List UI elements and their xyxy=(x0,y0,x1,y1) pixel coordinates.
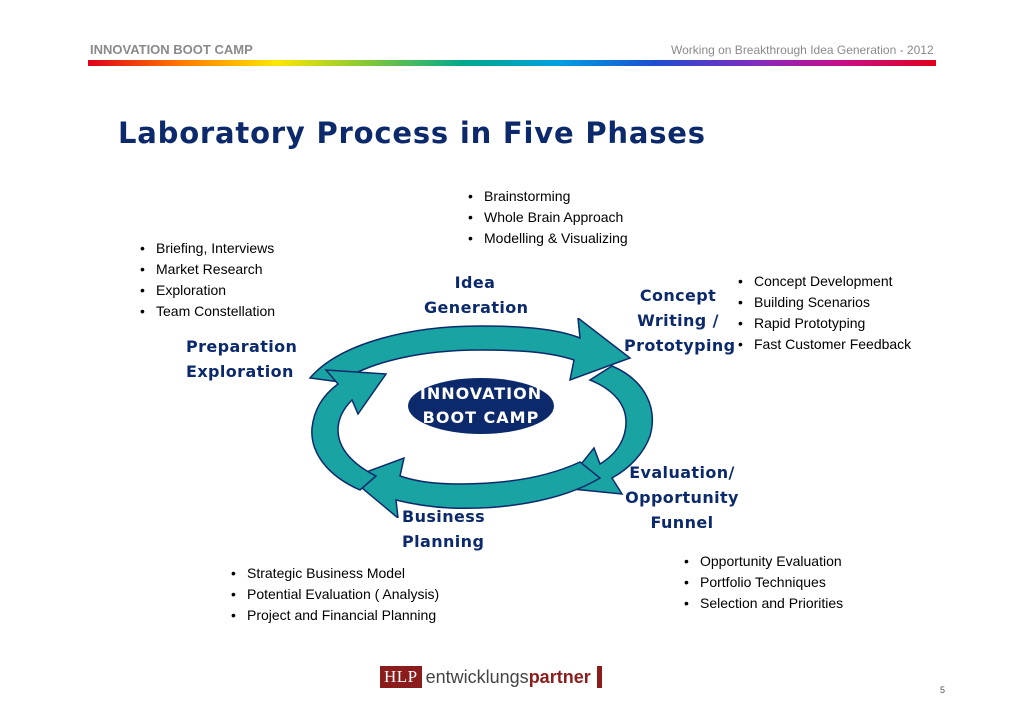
list-item: Concept Development xyxy=(738,271,911,292)
cycle-arrow-top xyxy=(308,318,632,383)
phase-label-line: Writing / xyxy=(637,311,719,330)
phase-label-line: Business xyxy=(402,507,486,526)
list-item: Rapid Prototyping xyxy=(738,313,911,334)
phase-label-line: Opportunity xyxy=(625,488,739,507)
list-item: Fast Customer Feedback xyxy=(738,334,911,355)
list-item: Briefing, Interviews xyxy=(140,238,275,259)
page-number: 5 xyxy=(940,685,946,695)
list-item: Opportunity Evaluation xyxy=(684,551,843,572)
list-item: Strategic Business Model xyxy=(231,563,439,584)
phase-label-line: Exploration xyxy=(186,362,294,381)
phase-label-line: Preparation xyxy=(186,337,298,356)
phase-business: Business Planning xyxy=(402,504,485,554)
evaluation-bullets: Opportunity Evaluation Portfolio Techniq… xyxy=(684,551,843,614)
header-subtitle: Working on Breakthrough Idea Generation … xyxy=(671,43,934,57)
phase-preparation: Preparation Exploration xyxy=(186,334,297,384)
phase-label-line: Planning xyxy=(402,532,485,551)
list-item: Project and Financial Planning xyxy=(231,605,439,626)
rainbow-divider xyxy=(88,60,936,66)
list-item: Team Constellation xyxy=(140,301,275,322)
idea-bullets: Brainstorming Whole Brain Approach Model… xyxy=(468,186,628,249)
phase-idea: Idea Generation xyxy=(424,270,529,320)
phase-label-line: Evaluation/ xyxy=(629,463,735,482)
list-item: Potential Evaluation ( Analysis) xyxy=(231,584,439,605)
phase-evaluation: Evaluation/ Opportunity Funnel xyxy=(624,460,740,535)
phase-concept: Concept Writing / Prototyping xyxy=(624,283,736,358)
logo-word-2: partner xyxy=(528,666,591,687)
center-badge: INNOVATION BOOT CAMP xyxy=(408,378,554,434)
logo-bar xyxy=(596,666,602,688)
phase-label-line: Funnel xyxy=(650,513,714,532)
list-item: Portfolio Techniques xyxy=(684,572,843,593)
list-item: Market Research xyxy=(140,259,275,280)
cycle-arrow-right xyxy=(560,365,654,495)
phase-label-line: Prototyping xyxy=(624,336,736,355)
logo-box: HLP xyxy=(380,666,422,688)
center-line-2: BOOT CAMP xyxy=(422,408,540,427)
header-title: INNOVATION BOOT CAMP xyxy=(90,42,253,57)
list-item: Exploration xyxy=(140,280,275,301)
concept-bullets: Concept Development Building Scenarios R… xyxy=(738,271,911,355)
center-line-1: INNOVATION xyxy=(419,384,543,403)
phase-label-line: Generation xyxy=(424,298,529,317)
phase-label-line: Concept xyxy=(639,286,717,305)
business-bullets: Strategic Business Model Potential Evalu… xyxy=(231,563,439,626)
list-item: Building Scenarios xyxy=(738,292,911,313)
list-item: Brainstorming xyxy=(468,186,628,207)
list-item: Selection and Priorities xyxy=(684,593,843,614)
cycle-arrows xyxy=(308,318,654,518)
slide-title: Laboratory Process in Five Phases xyxy=(118,116,706,150)
list-item: Whole Brain Approach xyxy=(468,207,628,228)
logo-word-1: entwicklungs xyxy=(425,666,529,687)
phase-label-line: Idea xyxy=(454,273,496,292)
preparation-bullets: Briefing, Interviews Market Research Exp… xyxy=(140,238,275,322)
list-item: Modelling & Visualizing xyxy=(468,228,628,249)
cycle-arrow-left xyxy=(311,369,388,491)
